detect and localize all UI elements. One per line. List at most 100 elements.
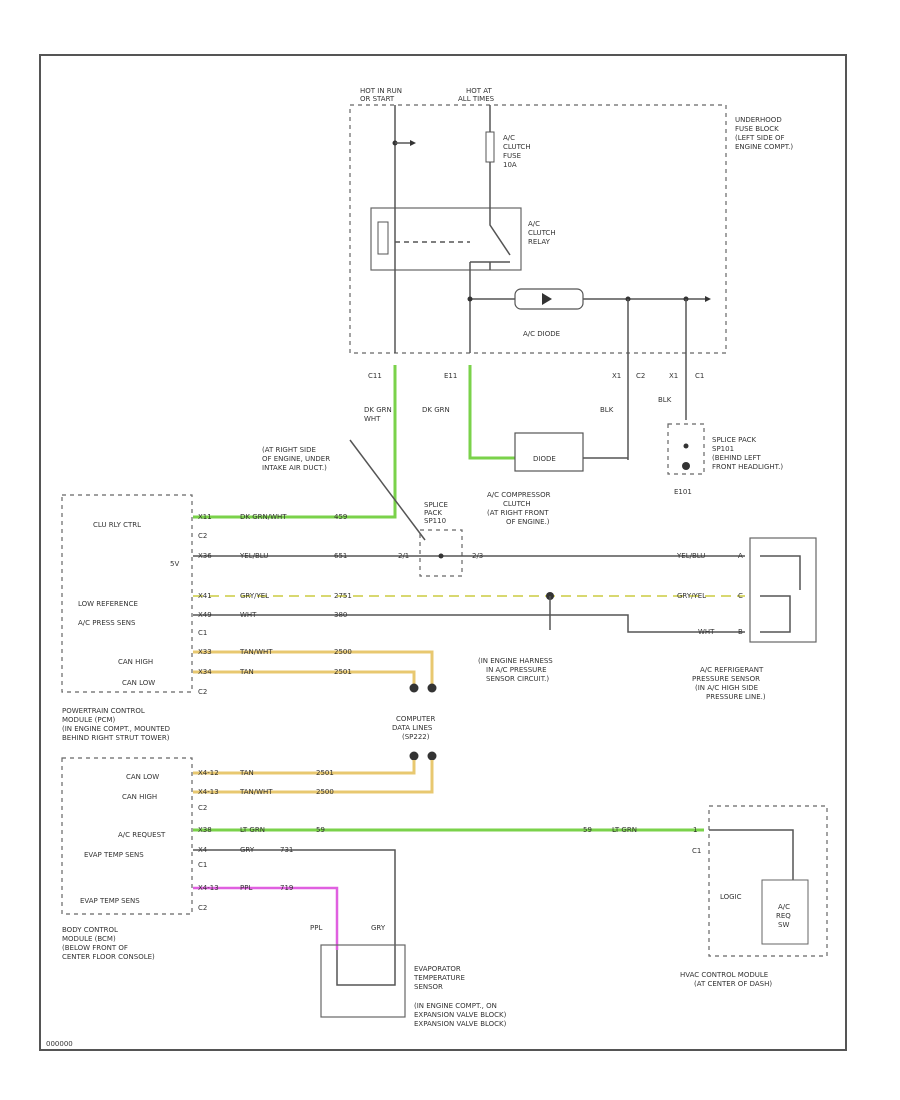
bcm-pin-evap2: EVAP TEMP SENS [80,897,140,905]
can-low-terminal-icon [409,683,419,693]
sp110-label-1: SPLICE [424,501,448,509]
relay-coil-icon [377,221,389,255]
req-label-1: A/C [778,903,790,911]
sp101-label-2: SP101 [712,445,734,453]
w3-color: GRY/YEL [240,592,269,600]
right-side-note-3: INTAKE AIR DUCT.) [262,464,327,472]
evap-label-6: EXPANSION VALVE BLOCK) [414,1020,507,1028]
w4-color-right: WHT [698,628,715,636]
clutch-fuse-icon [485,131,495,163]
w9-color: LT GRN [240,826,265,834]
w2-pin-right: 2/3 [472,552,483,560]
evap-ppl-wire [193,886,339,950]
dlc-terminal-2-icon [427,751,437,761]
pcm-can-high-wire [193,650,434,684]
w10-pin: X4 [198,846,208,854]
evap-label-2: TEMPERATURE [413,974,465,982]
pcm-pin-canlow: CAN LOW [122,679,155,687]
w2-circuit: 651 [334,552,347,560]
clutch-label-3: (AT RIGHT FRONT [487,509,549,517]
w7-pin: X4-12 [198,769,219,777]
pcm-pin-canhigh: CAN HIGH [118,658,153,666]
dk-grn-label-1a: DK GRN [364,406,392,414]
w11-color: PPL [240,884,252,892]
w6-pin: X34 [198,668,212,676]
hvac-control-module [708,805,828,957]
sensor-internal [760,555,801,633]
diode-symbol-icon [542,293,552,305]
w2-end: A [738,552,743,560]
bcm-box [61,757,193,915]
dlc-label-3: (SP222) [402,733,430,741]
sp110-node [438,553,444,559]
diode-arrow-icon [705,296,711,302]
w2-mid: 2/1 [398,552,409,560]
fuse-block-label-1: UNDERHOOD [735,116,782,124]
w6-circuit: 2501 [334,668,352,676]
evap-gry-wire [193,849,396,950]
can-high-terminal-icon [427,683,437,693]
w1-color: DK GRN/WHT [240,513,287,521]
evap-label-3: SENSOR [414,983,443,991]
fuse-label-2: CLUTCH [503,143,531,151]
ground-e101-icon [682,462,690,470]
req-label-3: SW [778,921,789,929]
pcm-label-1: POWERTRAIN CONTROL [62,707,145,715]
c11-label: C11 [368,372,382,380]
w8-circuit: 2500 [316,788,334,796]
bcm-label-1: BODY CONTROL [62,926,118,934]
w4-color: WHT [240,611,257,619]
fuse-block-label-3: (LEFT SIDE OF [735,134,785,142]
splice-pack-sp110 [419,529,463,577]
hot-all-label-2: ALL TIMES [458,95,495,103]
pcm-label-3: (IN ENGINE COMPT., MOUNTED [62,725,170,733]
bcm-conn-c2a: C2 [198,804,207,812]
evap-label-1: EVAPORATOR [414,965,461,973]
x1-pin-label: X1 [669,372,678,380]
sp101-label-1: SPLICE PACK [712,436,756,444]
w9-circuit-right: 59 [583,826,592,834]
fuse-label-4: 10A [503,161,517,169]
clutch-relay-control-wire [193,365,397,519]
ppl-label: PPL [310,924,322,932]
w1-circuit: 459 [334,513,347,521]
pcm-pin-clrly: CLU RLY CTRL [93,521,141,529]
relay-label-1: A/C [528,220,540,228]
evap-internal [336,950,396,986]
sp101-node [683,443,689,449]
refsens-label-4: PRESSURE LINE.) [706,693,766,701]
footer-code: 000000 [46,1040,73,1048]
refrigerant-pressure-sensor [749,537,817,643]
bcm-conn-c2b: C2 [198,904,207,912]
bcm-pin-evap1: EVAP TEMP SENS [84,851,144,859]
w11-circuit: 719 [280,884,293,892]
clutch-feed-wire [468,365,517,460]
relay-label-2: CLUTCH [528,229,556,237]
fuse-block-label-4: ENGINE COMPT.) [735,143,793,151]
w5-color: TAN/WHT [239,648,273,656]
bcm-can-low-wire [193,760,416,775]
clutch-inner-label: DIODE [533,455,556,463]
fuse-block-label-2: FUSE BLOCK [735,125,779,133]
evap-label-5: EXPANSION VALVE BLOCK) [414,1011,507,1019]
w4-circuit: 380 [334,611,347,619]
hot-run-label-2: OR START [360,95,395,103]
right-side-note-1: (AT RIGHT SIDE [262,446,316,454]
fuse-label-3: FUSE [503,152,521,160]
harness-label-1: (IN ENGINE HARNESS [478,657,553,665]
w3-end: C [738,592,743,600]
pcm-box [61,494,193,693]
evaporator-temp-sensor [320,944,406,1018]
pcm-conn-c1a: C1 [198,629,207,637]
bcm-pin-canlow: CAN LOW [126,773,159,781]
ac-req-switch-box [761,879,809,945]
w6-color: TAN [239,668,254,676]
w7-circuit: 2501 [316,769,334,777]
bcm-label-3: (BELOW FRONT OF [62,944,128,952]
e11-label: E11 [444,372,457,380]
sp101-label-4: FRONT HEADLIGHT.) [712,463,783,471]
hvac-label-1: HVAC CONTROL MODULE [680,971,768,979]
harness-label-3: SENSOR CIRCUIT.) [486,675,549,683]
w3-pin: X41 [198,592,212,600]
